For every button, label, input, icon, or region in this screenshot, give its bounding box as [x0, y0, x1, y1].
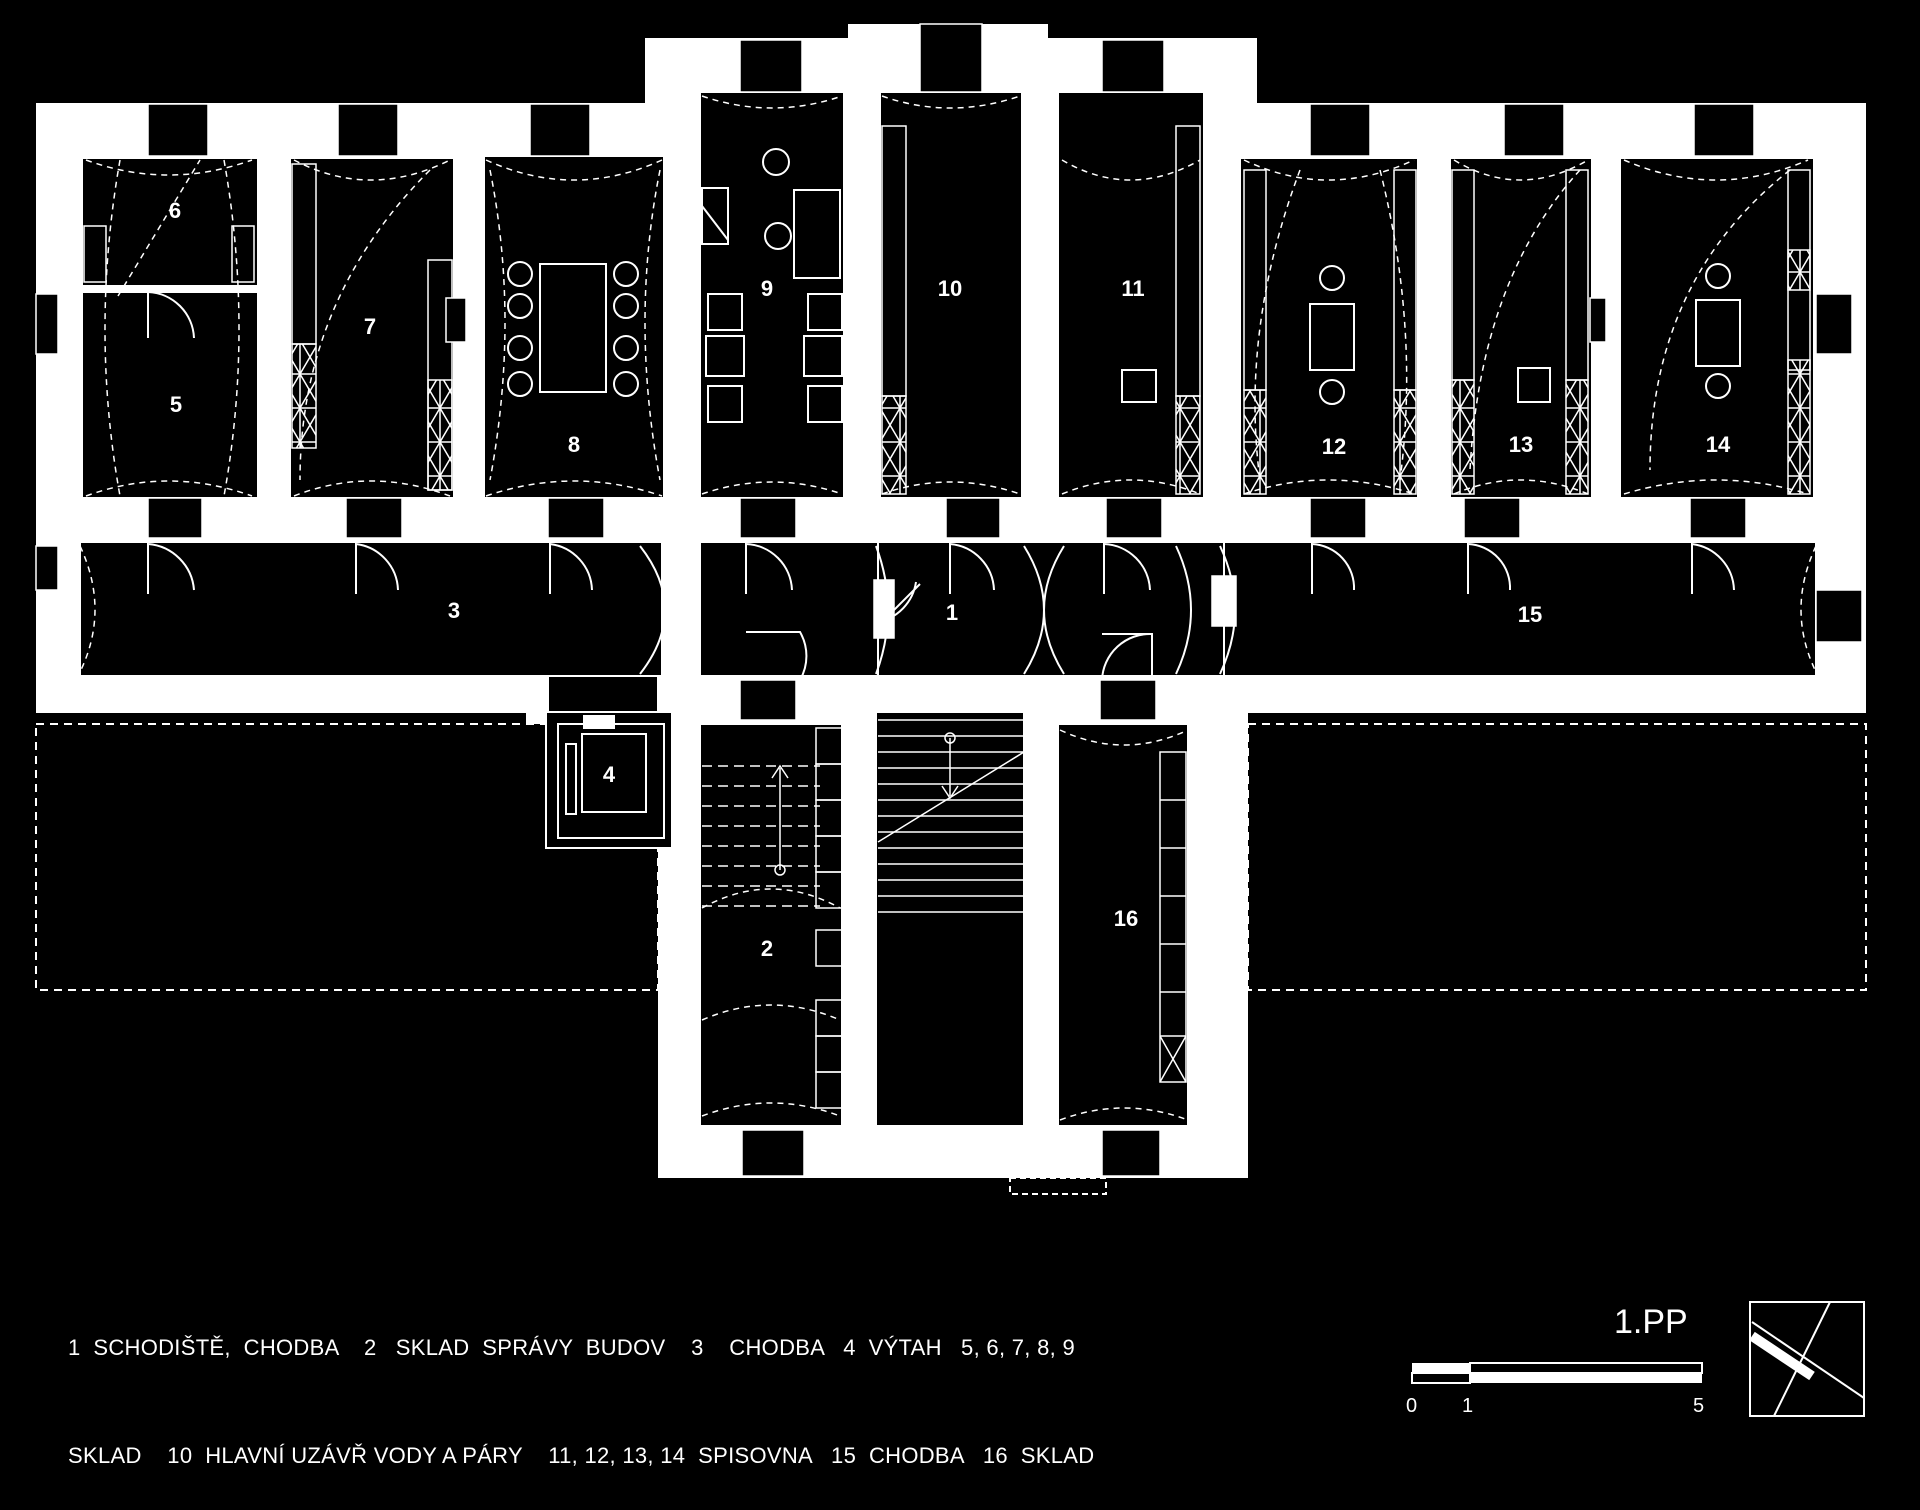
floor-label: 1.PP	[1614, 1303, 1688, 1341]
room-labels: 1 2 3 4 5 6 7 8 9 10 11 12 13 14 15 16	[169, 198, 1731, 961]
room-label-13: 13	[1509, 432, 1533, 457]
room-label-15: 15	[1518, 602, 1542, 627]
door-swings	[79, 95, 1817, 673]
room-label-14: 14	[1706, 432, 1731, 457]
scale-tick-5: 5	[1693, 1395, 1704, 1417]
legend-line-1: 1 SCHODIŠTĚ, CHODBA 2 SKLAD SPRÁVY BUDOV…	[68, 1335, 1076, 1360]
room-label-11: 11	[1121, 276, 1144, 301]
storage-shelves-16	[1059, 729, 1189, 1121]
room-label-2: 2	[761, 936, 773, 961]
room-label-10: 10	[938, 276, 962, 301]
room-label-6: 6	[169, 198, 181, 223]
legend: 1 SCHODIŠTĚ, CHODBA 2 SKLAD SPRÁVY BUDOV…	[68, 1258, 1094, 1510]
doors	[65, 291, 1735, 681]
stairs	[877, 719, 1025, 913]
north-arrow-icon	[1749, 1301, 1865, 1417]
lower-wings	[35, 711, 1867, 1195]
room-label-12: 12	[1322, 434, 1346, 459]
storage-shelves-2	[701, 727, 843, 1117]
scale-tick-1: 1	[1462, 1395, 1473, 1417]
scale-bar: 0 1 5	[1406, 1362, 1704, 1417]
scale-tick-0: 0	[1406, 1395, 1417, 1417]
room-label-7: 7	[364, 314, 376, 339]
room-label-4: 4	[603, 762, 616, 787]
furniture	[507, 148, 1741, 423]
storage-shelves	[83, 125, 1811, 495]
room-label-8: 8	[568, 432, 580, 457]
room-label-1: 1	[946, 600, 958, 625]
elevator	[557, 715, 665, 839]
legend-line-2: SKLAD 10 HLAVNÍ UZÁVŘ VODY A PÁRY 11, 12…	[68, 1443, 1095, 1468]
windows	[35, 23, 1863, 1177]
room-label-5: 5	[170, 392, 182, 417]
floor-plan: 1 2 3 4 5 6 7 8 9 10 11 12 13 14 15 16 1…	[35, 23, 1867, 1417]
room-label-9: 9	[761, 276, 773, 301]
room-label-16: 16	[1114, 906, 1138, 931]
room-label-3: 3	[448, 598, 460, 623]
